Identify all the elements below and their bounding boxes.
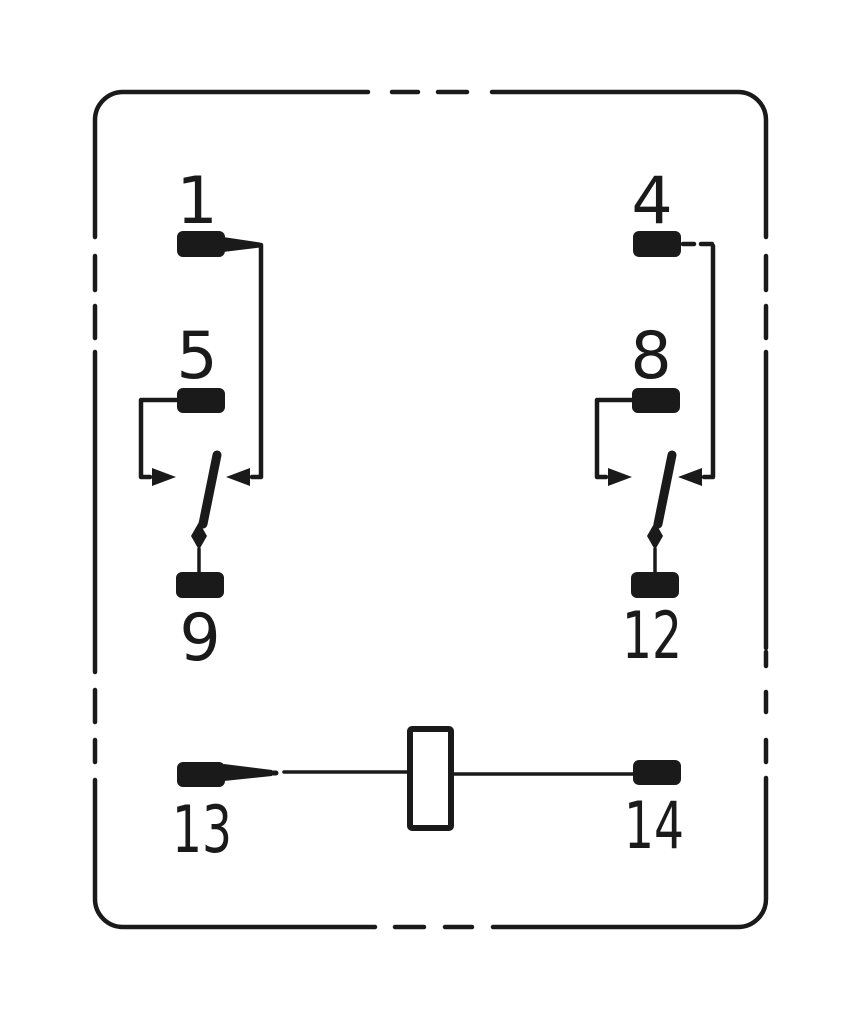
pole-right-lever xyxy=(653,450,677,529)
pin-5-terminal xyxy=(177,388,225,413)
pin-8-contact-arrow-icon xyxy=(608,468,632,486)
pole-left-pivot-icon xyxy=(191,522,207,550)
pin-4-terminal xyxy=(633,231,681,257)
pin-4-contact-arrow-icon xyxy=(678,468,702,486)
pin-1-label: 1 xyxy=(176,164,217,239)
pin-1-wire xyxy=(222,242,264,480)
coil-symbol xyxy=(407,726,454,831)
pin-1-contact-arrow-icon xyxy=(226,468,250,486)
pin-8-label: 8 xyxy=(630,319,671,394)
pin-14-label: 14 xyxy=(624,789,684,864)
pin-1-terminal xyxy=(177,231,225,257)
pin-13-terminal xyxy=(177,762,225,787)
contact-pole-right: 4 8 12 xyxy=(594,164,716,674)
contact-pole-left: 1 5 9 xyxy=(138,164,264,676)
pin-9-terminal xyxy=(176,572,224,598)
pin-5-contact-arrow-icon xyxy=(152,468,176,486)
pin-9-label: 9 xyxy=(179,601,220,676)
pole-left-lever xyxy=(198,450,222,529)
pole-right-pivot-icon xyxy=(647,522,663,550)
pin-12-label: 12 xyxy=(622,599,682,674)
relay-case-outline xyxy=(92,89,769,930)
pin-8-terminal xyxy=(632,388,680,413)
pin-5-wire xyxy=(138,397,180,480)
pin-13-label: 13 xyxy=(172,793,232,868)
pin-4-wire xyxy=(701,243,716,480)
coil-circuit: 13 14 xyxy=(172,726,684,868)
pin-5-label: 5 xyxy=(176,319,217,394)
pin-4-label: 4 xyxy=(631,164,672,239)
pin-14-terminal xyxy=(633,760,681,785)
pin-8-wire xyxy=(594,397,635,480)
pin-12-terminal xyxy=(631,572,679,598)
